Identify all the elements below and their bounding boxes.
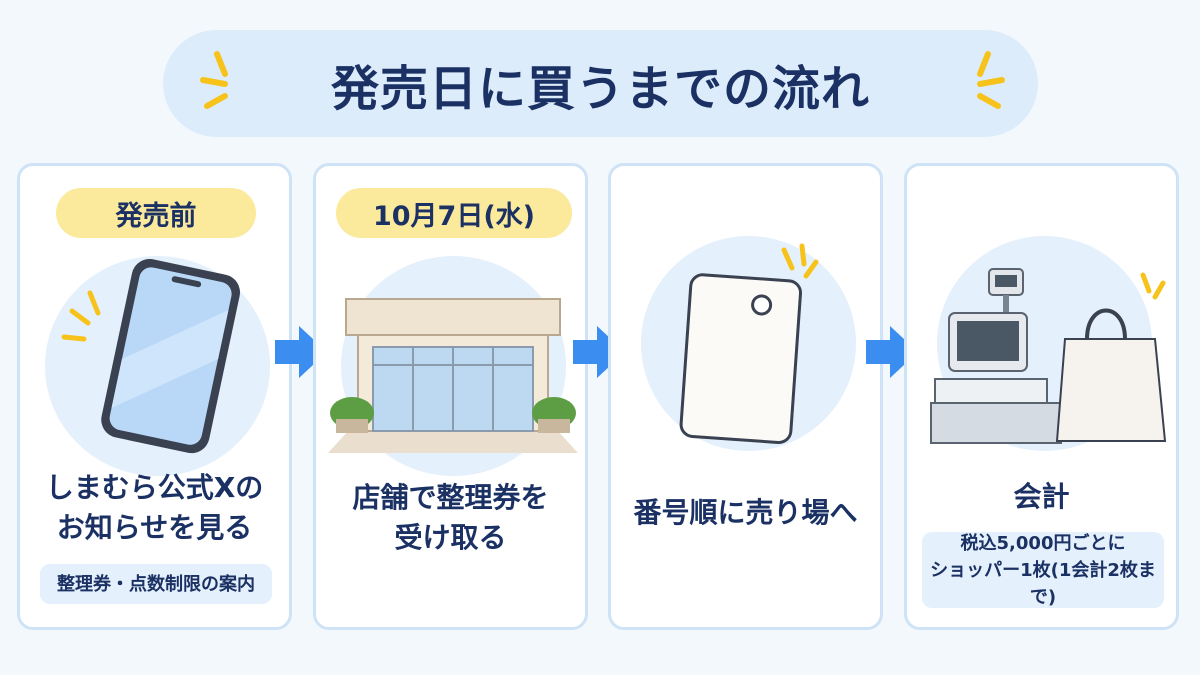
sparkle-left-icon	[200, 51, 228, 109]
step-card-4: 会計 税込5,000円ごとに ショッパー1枚(1会計2枚まで)	[904, 163, 1179, 630]
right-arrow-icon	[573, 326, 625, 378]
store-front-icon	[328, 298, 578, 453]
smartphone-icon	[61, 259, 240, 454]
shopping-bag-icon	[1055, 272, 1167, 442]
title-banner: 発売日に買うまでの流れ	[163, 30, 1038, 137]
step-card-3: 番号順に売り場へ	[608, 163, 883, 630]
page-title: 発売日に買うまでの流れ	[330, 60, 870, 117]
step-text: 会計	[1013, 480, 1070, 513]
step-text: 店舗で整理券を 受け取る	[352, 481, 549, 554]
step-card-2: 10月7日(水) 店舗で整理券を 受け取る	[313, 163, 588, 630]
step-badge: 発売前	[56, 188, 256, 238]
right-arrow-icon	[275, 326, 327, 378]
step-card-1: 発売前 しまむら公式Xの お知らせを見る 整理券・点数制限の案内	[17, 163, 292, 630]
right-arrow-icon	[866, 326, 918, 378]
step-text: しまむら公式Xの お知らせを見る	[45, 471, 264, 544]
step-text: 番号順に売り場へ	[633, 496, 858, 529]
cash-register-icon	[930, 268, 1062, 444]
step-badge: 10月7日(水)	[336, 188, 572, 238]
ticket-tag-icon	[679, 243, 819, 444]
step-note: 税込5,000円ごとに ショッパー1枚(1会計2枚まで)	[922, 532, 1164, 608]
sparkle-right-icon	[977, 51, 1005, 109]
step-note: 整理券・点数制限の案内	[40, 564, 272, 604]
